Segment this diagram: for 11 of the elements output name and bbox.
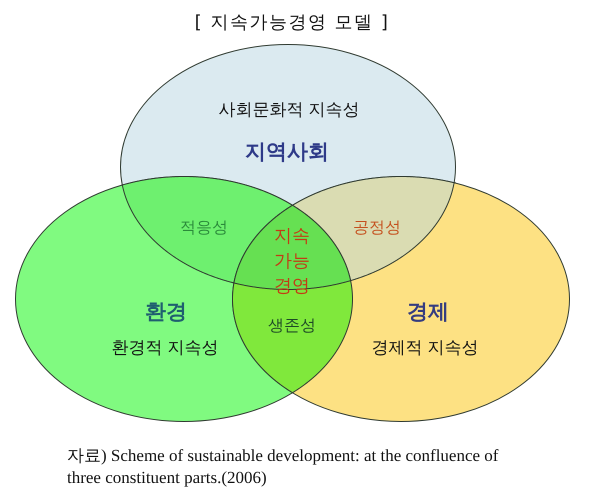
circle-title: 경제 (407, 299, 449, 325)
overlap-label: 적응성 (180, 217, 228, 237)
circle-label: 환경적 지속성 (111, 338, 219, 358)
diagram-title: [ 지속가능경영 모델 ] (194, 11, 390, 34)
circle-title: 지역사회 (245, 139, 329, 165)
circle-label: 경제적 지속성 (371, 338, 479, 358)
circle-title: 환경 (145, 299, 187, 325)
overlap-label: 공정성 (353, 217, 401, 237)
source-caption: 자료) Scheme of sustainable development: at the confluence of three constituent parts.(2006) (67, 445, 500, 489)
overlap-label: 생존성 (268, 315, 316, 335)
circle-label: 사회문화적 지속성 (218, 100, 360, 120)
